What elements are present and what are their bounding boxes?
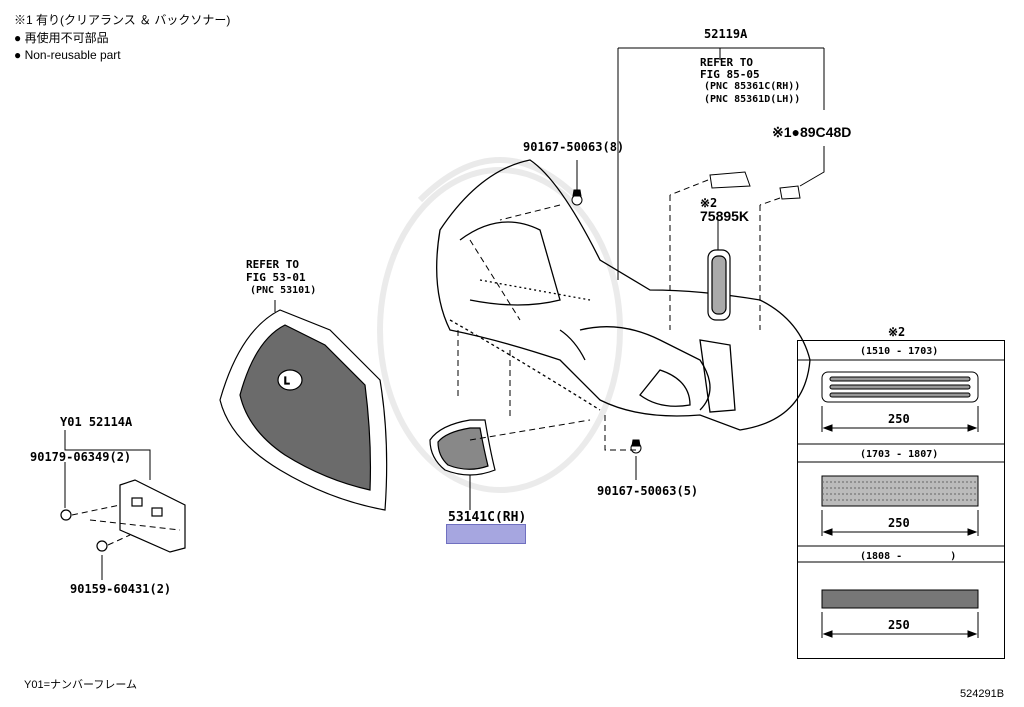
grille-drawing: L (219, 309, 388, 511)
refer-fig53-line2[interactable]: FIG 53-01 (246, 271, 306, 284)
inset-dim-1: 250 (888, 412, 910, 426)
legend-note-nonreusable-en: ● Non-reusable part (14, 48, 121, 62)
inset-dim-3: 250 (888, 618, 910, 632)
legend-note-nonreusable-jp: ● 再使用不可部品 (14, 31, 109, 45)
license-bracket-drawing (60, 479, 186, 553)
part-52119a-label[interactable]: 52119A (704, 27, 748, 41)
inset-dim-2: 250 (888, 516, 910, 530)
note-mark-2: ※2 (700, 196, 718, 210)
part-90159-label[interactable]: 90159-60431(2) (70, 582, 172, 596)
small-parts-drawing (571, 171, 801, 454)
part-53141c-label[interactable]: 53141C(RH) (448, 510, 527, 525)
variant-inset-box (797, 340, 1005, 659)
refer-fig85-line4: (PNC 85361D(LH)) (704, 94, 801, 105)
legend-note-clearance-sonar: ※1 有り(クリアランス ＆ バックソナー) (14, 13, 231, 27)
part-90179-label[interactable]: 90179-06349(2) (30, 450, 132, 464)
inset-title: ※2 (888, 325, 906, 339)
fog-grille-drawing (429, 419, 496, 476)
inset-range-2: (1703 - 1807) (860, 449, 939, 460)
dashed-lines (71, 179, 781, 546)
diagram-id: 524291B (960, 688, 1005, 700)
bumper-cover-drawing (436, 159, 811, 431)
refer-fig53-line3: (PNC 53101) (250, 285, 317, 296)
y01-note: Y01=ナンバーフレーム (24, 679, 138, 691)
part-53141c-highlight[interactable] (446, 524, 526, 544)
inset-range-1: (1510 - 1703) (860, 346, 939, 357)
inset-range-3: (1808 - ) (860, 551, 957, 562)
refer-fig53-line1: REFER TO (246, 258, 299, 271)
duct-drawing (707, 249, 731, 321)
leader-lines (64, 47, 825, 580)
inset-drawing (798, 359, 1004, 638)
refer-fig85-line3: (PNC 85361C(RH)) (704, 81, 801, 92)
refer-fig85-line2[interactable]: FIG 85-05 (700, 68, 760, 81)
refer-fig85-line1: REFER TO (700, 56, 753, 69)
part-90167-5-label[interactable]: 90167-50063(5) (597, 484, 699, 498)
part-89c48d-label[interactable]: ※1●89C48D (772, 124, 852, 140)
part-y01-52114a-label[interactable]: Y01 52114A (60, 415, 133, 429)
part-75895k-label[interactable]: 75895K (700, 208, 750, 224)
svg-text:L: L (284, 376, 290, 387)
part-90167-8-label[interactable]: 90167-50063(8) (523, 140, 625, 154)
watermark-emblem (377, 157, 623, 493)
